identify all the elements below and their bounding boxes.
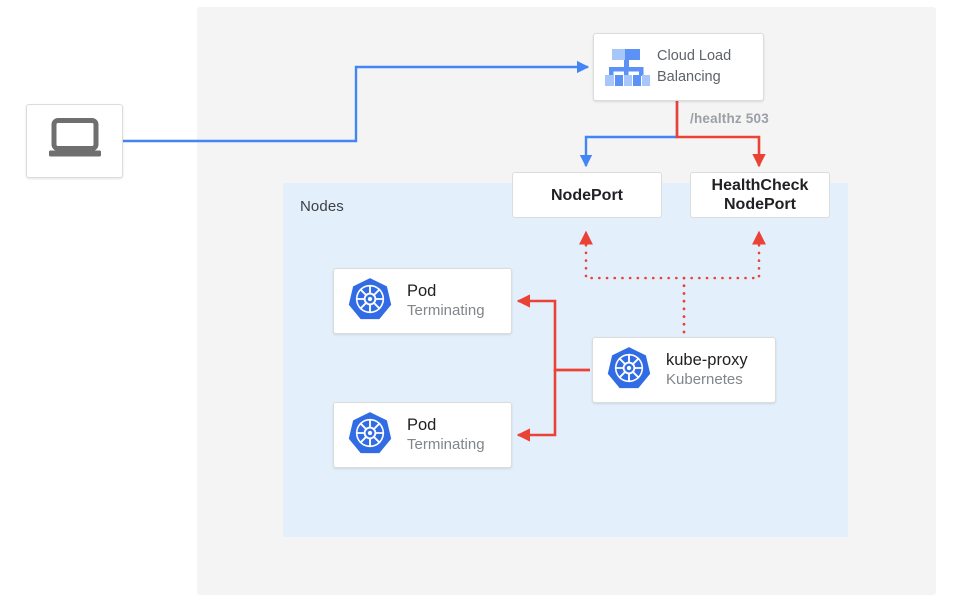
edge-kubeproxy-to-pod2: [516, 368, 590, 442]
kube-proxy-title: kube-proxy: [666, 351, 748, 369]
edge-kubeproxy-to-nodeports-dotted: [578, 230, 686, 334]
pod-1-title: Pod: [407, 282, 437, 300]
edge-kubeproxy-to-pod1: [516, 294, 590, 372]
nodeport-label: NodePort: [551, 186, 623, 204]
pod-2-status: Terminating: [407, 436, 485, 453]
edge-kubeproxy-to-healthcheck-dotted: [682, 230, 767, 334]
kubernetes-icon: [347, 276, 393, 327]
pod-1-status: Terminating: [407, 302, 485, 319]
pod-2-text: Pod Terminating: [407, 415, 485, 455]
healthcheck-nodeport-label: HealthCheck NodePort: [691, 173, 829, 217]
cloud-load-balancing-line2: Balancing: [657, 69, 721, 85]
cloud-load-balancing-label: Cloud Load Balancing: [657, 46, 731, 88]
kubernetes-icon: [606, 345, 652, 396]
edge-loadbalancer-to-nodeport: [579, 101, 679, 168]
edge-client-to-loadbalancer: [123, 60, 590, 143]
cloud-load-balancing-line1: Cloud Load: [657, 48, 732, 64]
kube-proxy-subtitle: Kubernetes: [666, 371, 743, 388]
pod-node-2: Pod Terminating: [333, 402, 512, 468]
laptop-icon: [47, 118, 103, 165]
pod-2-title: Pod: [407, 416, 437, 434]
healthcheck-nodeport-line1: HealthCheck: [711, 177, 809, 194]
pod-1-text: Pod Terminating: [407, 281, 485, 321]
edge-loadbalancer-to-healthcheck-nodeport: [675, 101, 766, 168]
kubernetes-icon: [347, 410, 393, 461]
client-laptop-node: [26, 104, 123, 178]
healthcheck-nodeport-node: HealthCheck NodePort: [690, 172, 830, 218]
nodes-panel-label: Nodes: [300, 198, 344, 215]
nodeport-node: NodePort: [512, 172, 662, 218]
healthz-edge-label: /healthz 503: [690, 111, 769, 126]
kube-proxy-node: kube-proxy Kubernetes: [592, 337, 776, 403]
kube-proxy-text: kube-proxy Kubernetes: [666, 350, 748, 390]
cloud-load-balancing-node: Cloud Load Balancing: [593, 33, 764, 101]
cloud-load-balancing-icon: [603, 45, 653, 89]
pod-node-1: Pod Terminating: [333, 268, 512, 334]
healthcheck-nodeport-line2: NodePort: [723, 196, 796, 213]
